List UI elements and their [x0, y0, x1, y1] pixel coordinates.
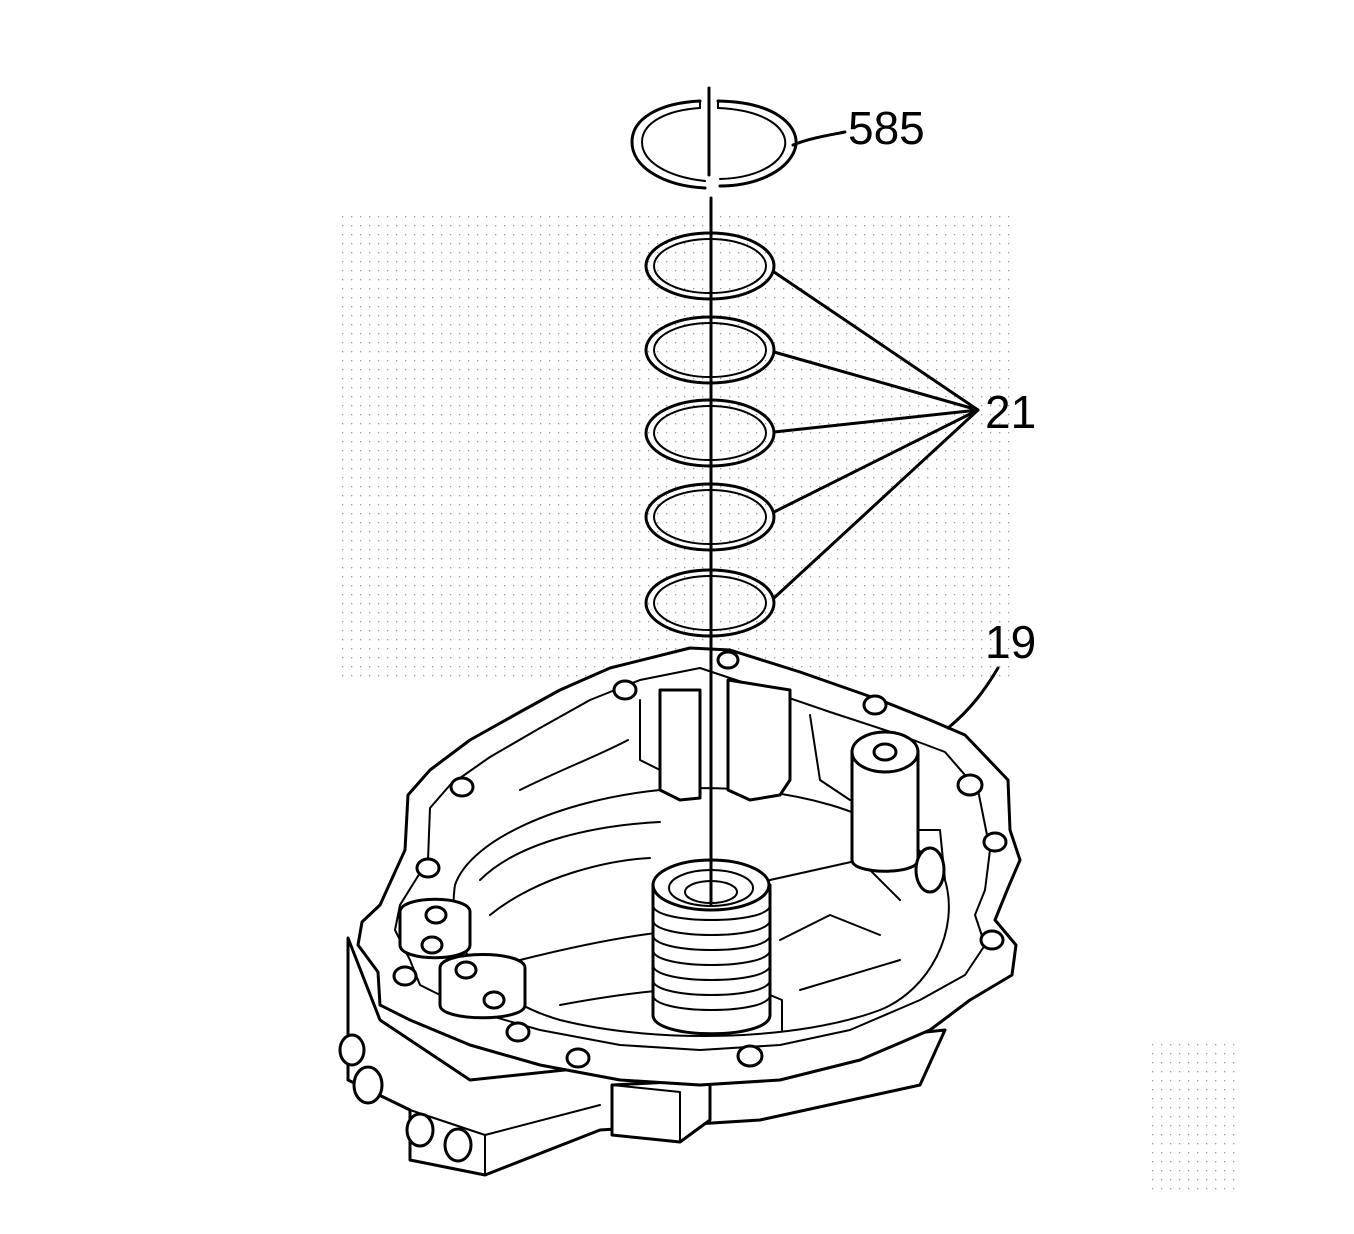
- snap-ring-585: [630, 99, 798, 190]
- seal-ring: [644, 231, 776, 301]
- callout-21: 21: [985, 386, 1036, 438]
- seal-ring: [644, 482, 776, 552]
- callout-585: 585: [848, 102, 925, 154]
- seal-ring: [644, 315, 776, 385]
- threaded-hub: [651, 858, 783, 1036]
- seal-ring: [644, 568, 776, 638]
- housing-19: [338, 646, 1022, 1177]
- callout-19: 19: [985, 616, 1036, 668]
- leader-lines: [772, 130, 1000, 730]
